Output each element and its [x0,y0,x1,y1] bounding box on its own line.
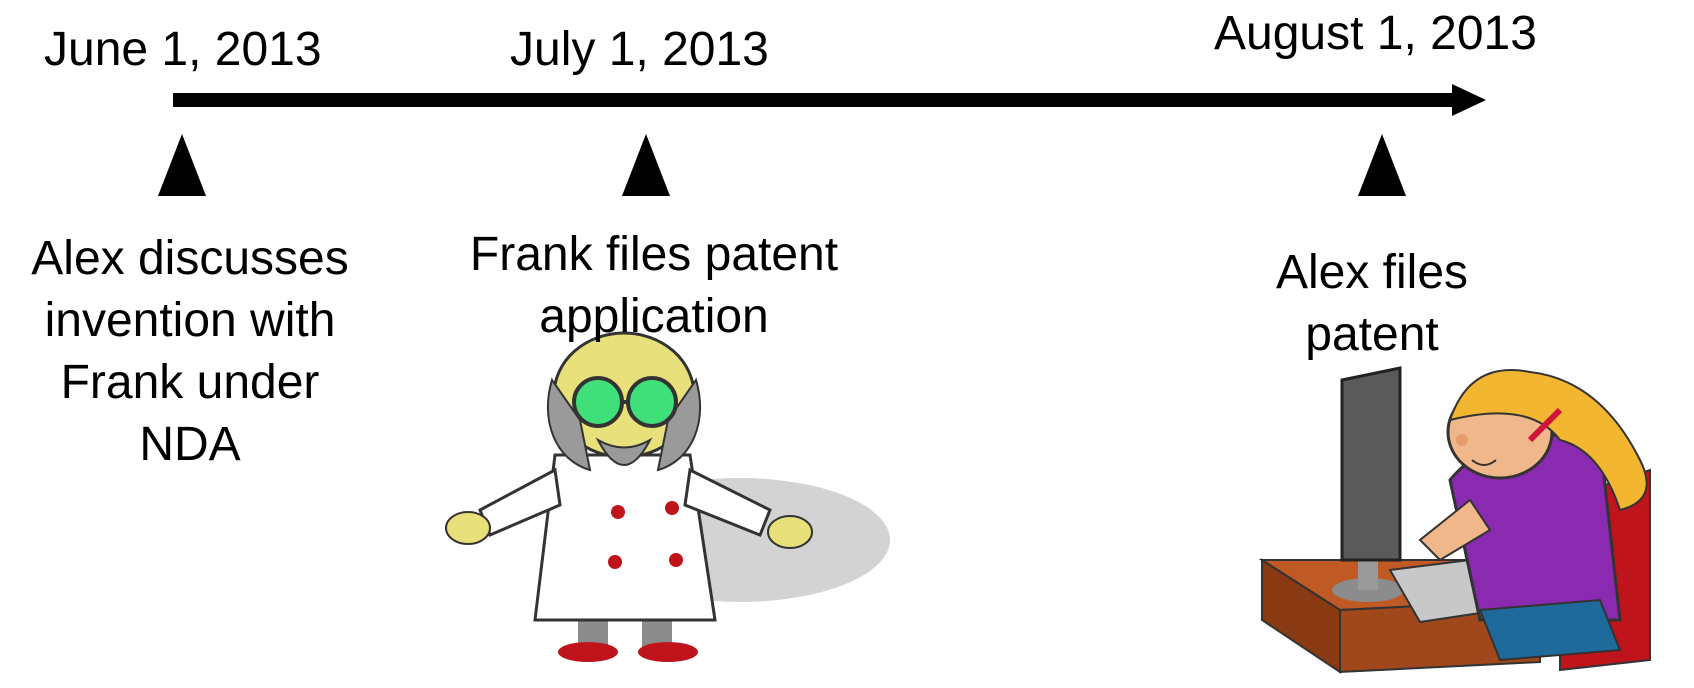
timeline-arrow [173,84,1486,116]
date-label-july: July 1, 2013 [510,23,769,76]
event-august-line-1: Alex files [1275,246,1469,299]
event-august-line-2: patent [1305,308,1439,361]
event-description-june: Alex discusses invention with Frank unde… [0,228,380,476]
event-marker-august [1358,134,1406,196]
event-june-line-4: NDA [139,418,241,471]
event-june-line-2: invention with [44,294,336,347]
event-description-july: Frank files patent application [436,224,872,348]
date-label-august: August 1, 2013 [1214,7,1537,60]
event-july-line-2: application [539,290,769,343]
event-june-line-1: Alex discusses [31,232,349,285]
computer-user-icon [1258,366,1651,674]
event-marker-june [158,134,206,196]
event-june-line-3: Frank under [60,356,320,409]
date-label-june: June 1, 2013 [44,23,322,76]
event-july-line-1: Frank files patent [469,228,839,281]
event-marker-july [622,134,670,196]
scientist-icon [445,331,890,662]
event-description-august: Alex files patent [1220,242,1524,366]
